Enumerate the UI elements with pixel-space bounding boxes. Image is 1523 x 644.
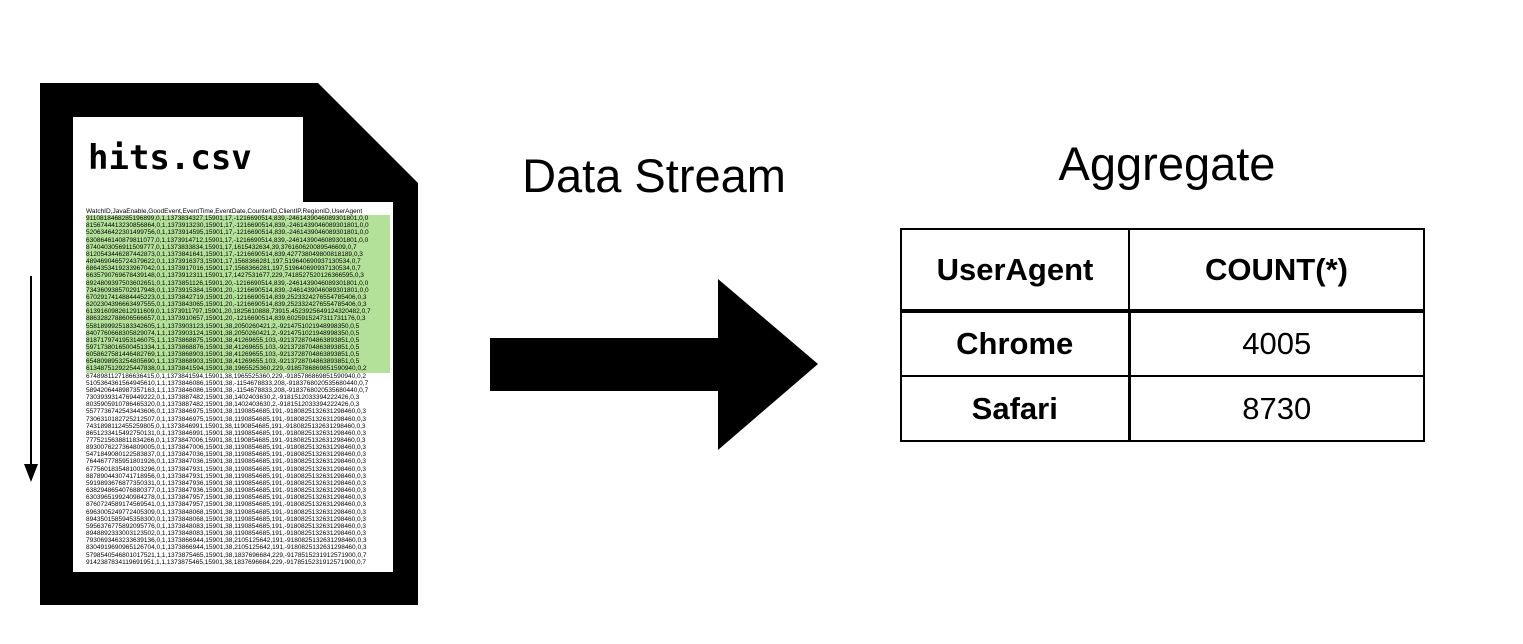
csv-data-row: 9110818468285196899,0,1,1373834327,15901… [86,215,390,223]
data-stream-label: Data Stream [522,149,786,202]
count-cell: 8730 [1128,375,1425,442]
csv-data-row: 6963005249772405309,0,1,1373848068,15901… [86,508,367,516]
csv-rows: 9110818468285196899,0,1,1373834327,15901… [86,215,390,566]
csv-data-row: 8120543446287442873,0,1,1373841641,15901… [86,250,390,259]
csv-data-row: 6635790769678439148,0,1,1373912311,15901… [86,272,390,280]
csv-data-row: 5956376775892095776,0,1,1373848083,15901… [86,522,367,530]
csv-data-row: 5581899925183342605,1,1,1373903123,15901… [86,322,390,330]
down-arrow-head [24,464,38,482]
csv-data-row: 6058627581446482769,1,1,1373868903,15901… [86,351,390,359]
csv-data-row: 8943501585945358300,0,1,1373848068,15901… [86,515,367,523]
csv-data-row: 8930076227364809005,0,1,1373847006,15901… [86,444,367,452]
csv-data-row: 5919893676877350331,0,1,1373847936,15901… [86,479,367,487]
csv-data-row: 8304919690965126704,0,1,1373866944,15901… [86,544,367,552]
csv-data-row: 8035905910786465320,0,1,1373887482,15901… [86,401,360,409]
csv-data-row: 8407760668305829074,1,1,1373903124,15901… [86,329,390,337]
csv-data-row: 7303939314769449222,0,1,1373887482,15901… [86,394,360,402]
csv-data-row: 8651233415492750131,0,1,1373846991,15901… [86,429,367,437]
csv-data-row: 6864353419233967042,0,1,1373917016,15901… [86,265,390,273]
csv-data-row: 7930693463233639136,0,1,1373866944,15901… [86,537,367,545]
csv-data-row: 8924809397503602651,0,1,1373851126,15901… [86,279,390,287]
useragent-cell: Chrome [900,310,1131,377]
right-arrow-head [718,279,818,450]
csv-data-row: 7431898112455259805,0,1,1373846991,15901… [86,422,366,430]
csv-data-row: 7644677785951801926,0,1,1373847036,15901… [86,458,367,466]
down-arrow-icon [24,276,38,482]
csv-data-row: 6308646140879811077,0,1,1373914712,15901… [86,236,390,244]
csv-data-row: 8187179741953146075,1,1,1373868875,15901… [86,336,390,344]
csv-data-row: 8948892333003123502,0,1,1373848083,15901… [86,530,367,538]
csv-data-row: 8156744413230856864,0,1,1373913230,15901… [86,222,390,230]
useragent-cell: Safari [900,375,1131,442]
csv-data-row: 6303965199240984278,0,1,1373847957,15901… [86,494,367,502]
csv-header-row: WatchID,JavaEnable,GoodEvent,EventTime,E… [86,208,363,215]
right-arrow-icon [490,279,818,450]
csv-data-row: 5971738016500451334,1,1,1373868876,15901… [86,343,390,352]
aggregate-title: Aggregate [1058,137,1276,190]
csv-data-row: 8878904430741718956,0,1,1373847931,15901… [86,472,367,480]
right-arrow-shaft [490,338,720,391]
column-header: UserAgent [900,228,1130,313]
csv-data-row: 7343609385702917948,0,1,1373915384,15901… [86,286,390,294]
csv-data-row: 6748981127186636415,0,1,1373841594,15901… [86,372,367,380]
csv-data-row: 5798540546801017521,1,1,1373875465,15901… [86,551,367,559]
csv-data-row: 5894206448987357163,1,1,1373846086,15901… [86,386,369,394]
csv-data-row: 6382948654076880377,0,1,1373847936,15901… [86,487,367,495]
csv-data-row: 6134875129225447838,0,1,1373841594,15901… [86,365,390,373]
csv-data-row: 5577736742543443606,0,1,1373846975,15901… [86,408,367,416]
csv-data-row: 8863282788606566657,0,1,1373910657,15901… [86,315,390,323]
csv-data-row: 5206346422301499756,0,1,1373914595,15901… [86,229,390,237]
csv-data-row: 7306310182725212507,0,1,1373846975,15901… [86,415,367,423]
csv-data-row: 8760724589174569541,0,1,1373847957,15901… [86,501,367,509]
csv-data-row: 9142387834119691951,1,1,1373875465,15901… [86,558,367,566]
csv-data-row: 4894690465724379622,0,1,1373916373,15901… [86,258,390,266]
csv-data-row: 6548098953254805690,1,1,1373868903,15901… [86,358,390,366]
csv-data-row: 8740403056911509777,0,1,1373833834,15901… [86,243,390,251]
csv-data-row: 6202304396663497555,0,1,1373843065,15901… [86,301,390,309]
csv-data-row: 5471849080122583837,0,1,1373847036,15901… [86,451,367,459]
csv-data-row: 6139160982612911609,0,1,1373911797,15901… [86,308,390,316]
count-cell: 4005 [1128,310,1425,377]
csv-data-row: 6702917414884445223,0,1,1373842719,15901… [86,293,390,302]
csv-data-row: 7775215638811834266,0,1,1373847006,15901… [86,437,366,444]
csv-data-row: 6775601835481003296,0,1,1373847931,15901… [86,465,367,473]
csv-content: WatchID,JavaEnable,GoodEvent,EventTime,E… [86,208,390,566]
column-header: COUNT(*) [1128,228,1425,313]
csv-filename: hits.csv [88,138,252,178]
csv-data-row: 5105364361564945610,1,1,1373846086,15901… [86,379,369,387]
